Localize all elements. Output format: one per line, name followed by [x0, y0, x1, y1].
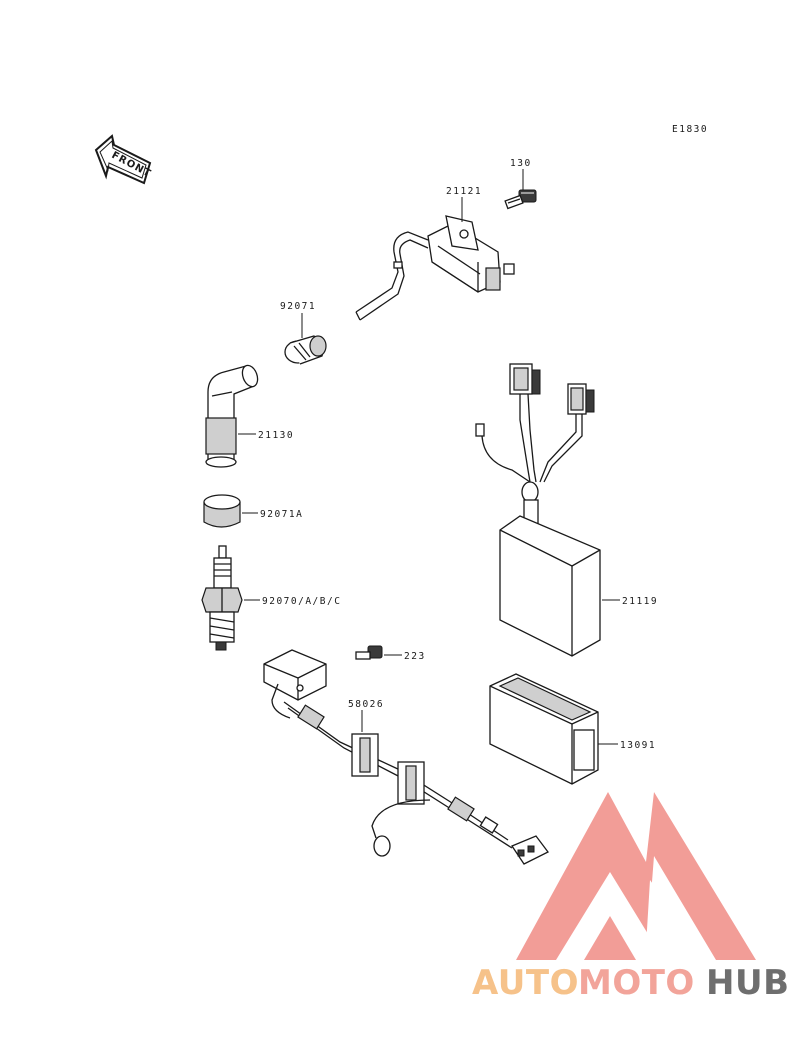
watermark-auto: AUTO [472, 963, 579, 1003]
case-13091 [489, 673, 599, 785]
diagram-code: E1830 [672, 124, 708, 135]
bolt-223 [355, 645, 383, 660]
label-92071A: 92071A [260, 509, 303, 520]
label-92070: 92070/A/B/C [262, 596, 341, 607]
spark-plug-92070 [201, 545, 243, 651]
front-arrow-icon: FRONT [94, 134, 153, 185]
label-92071: 92071 [280, 301, 316, 312]
label-130: 130 [510, 158, 532, 169]
cap-92071 [284, 335, 327, 365]
watermark-moto: MOTO [578, 963, 695, 1003]
cap-92071A [203, 494, 241, 528]
label-13091: 13091 [620, 740, 656, 751]
watermark-hub: HUB [706, 963, 789, 1003]
label-223: 223 [404, 651, 426, 662]
label-58026: 58026 [348, 699, 384, 710]
label-21130: 21130 [258, 430, 294, 441]
plug-cap-21130 [205, 364, 259, 468]
ignition-coil-21121 [355, 215, 515, 321]
cdi-unit-21119 [475, 363, 601, 657]
wiring-harness-58026 [263, 649, 549, 865]
label-21119: 21119 [622, 596, 658, 607]
watermark-logo [516, 792, 756, 960]
label-21121: 21121 [446, 186, 482, 197]
bolt-130 [504, 189, 537, 210]
watermark-text: AUTO MOTO HUB [472, 963, 789, 1003]
